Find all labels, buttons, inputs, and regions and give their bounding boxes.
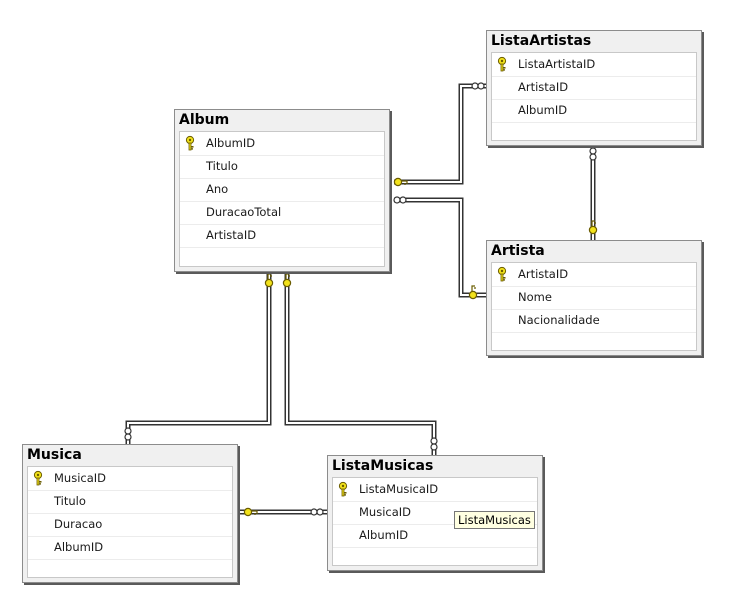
column-name: AlbumID	[518, 103, 568, 117]
column-name: MusicaID	[359, 505, 412, 519]
column-name: Titulo	[54, 494, 86, 508]
many-end-infinity-icon	[393, 196, 407, 204]
one-end-key-icon	[264, 273, 274, 288]
table-title-artista: Artista	[491, 243, 545, 259]
column-name: DuracaoTotal	[206, 205, 282, 219]
one-end-key-icon	[468, 285, 478, 300]
column-row[interactable]: ArtistaID	[492, 263, 696, 287]
primary-key-icon	[31, 470, 45, 486]
column-row[interactable]: MusicaID	[28, 467, 232, 491]
column-row[interactable]: Nacionalidade	[492, 309, 696, 333]
column-row[interactable]: ArtistaID	[180, 224, 384, 248]
column-name: Nome	[518, 290, 552, 304]
relationship-line-album-artista	[394, 197, 486, 298]
column-row[interactable]: ListaArtistaID	[492, 53, 696, 77]
one-end-key-icon	[243, 507, 258, 517]
column-name: Nacionalidade	[518, 313, 600, 327]
one-end-key-icon	[588, 220, 598, 235]
column-row[interactable]: AlbumID	[28, 536, 232, 560]
column-grid-listaartistas: ListaArtistaID ArtistaID AlbumID	[491, 52, 697, 141]
tooltip: ListaMusicas	[454, 511, 535, 529]
column-row[interactable]: AlbumID	[333, 524, 537, 548]
column-name: Duracao	[54, 517, 103, 531]
relationship-line-album-musica	[125, 272, 272, 444]
column-name: ArtistaID	[206, 228, 257, 242]
column-row[interactable]: ListaMusicaID	[333, 478, 537, 502]
column-row[interactable]: Duracao	[28, 513, 232, 537]
column-row[interactable]: Ano	[180, 178, 384, 202]
column-name: AlbumID	[359, 528, 409, 542]
column-name: Titulo	[206, 159, 238, 173]
column-name: Ano	[206, 182, 229, 196]
one-end-key-icon	[393, 177, 408, 187]
column-row[interactable]: DuracaoTotal	[180, 201, 384, 225]
one-end-key-icon	[282, 273, 292, 288]
column-name: AlbumID	[206, 136, 256, 150]
column-row[interactable]: AlbumID	[180, 132, 384, 156]
column-name: ListaMusicaID	[359, 482, 439, 496]
table-title-listamusicas: ListaMusicas	[332, 458, 434, 474]
column-row[interactable]: AlbumID	[492, 99, 696, 123]
primary-key-icon	[336, 481, 350, 497]
column-row[interactable]: MusicaID	[333, 501, 537, 525]
relationship-line-album-listaartistas	[394, 83, 486, 185]
column-row[interactable]: Titulo	[180, 155, 384, 179]
table-listaartistas[interactable]: ListaArtistas ListaArtistaID ArtistaID Alb…	[486, 30, 702, 146]
column-row[interactable]: Nome	[492, 286, 696, 310]
column-row[interactable]: ArtistaID	[492, 76, 696, 100]
column-name: ArtistaID	[518, 80, 569, 94]
many-end-infinity-icon	[471, 82, 485, 90]
column-name: AlbumID	[54, 540, 104, 554]
column-name: ListaArtistaID	[518, 57, 596, 71]
table-title-musica: Musica	[27, 447, 82, 463]
many-end-infinity-icon	[124, 427, 132, 441]
relationship-line-album-listamusicas	[284, 272, 437, 455]
column-name: ArtistaID	[518, 267, 569, 281]
many-end-infinity-icon	[589, 147, 597, 161]
many-end-infinity-icon	[310, 508, 324, 516]
column-row[interactable]: Titulo	[28, 490, 232, 514]
table-title-album: Album	[179, 112, 230, 128]
primary-key-icon	[183, 135, 197, 151]
column-name: MusicaID	[54, 471, 107, 485]
table-title-listaartistas: ListaArtistas	[491, 33, 592, 49]
primary-key-icon	[495, 266, 509, 282]
table-listamusicas[interactable]: ListaMusicas ListaMusicaID MusicaID AlbumI…	[327, 455, 543, 571]
many-end-infinity-icon	[430, 437, 438, 451]
primary-key-icon	[495, 56, 509, 72]
